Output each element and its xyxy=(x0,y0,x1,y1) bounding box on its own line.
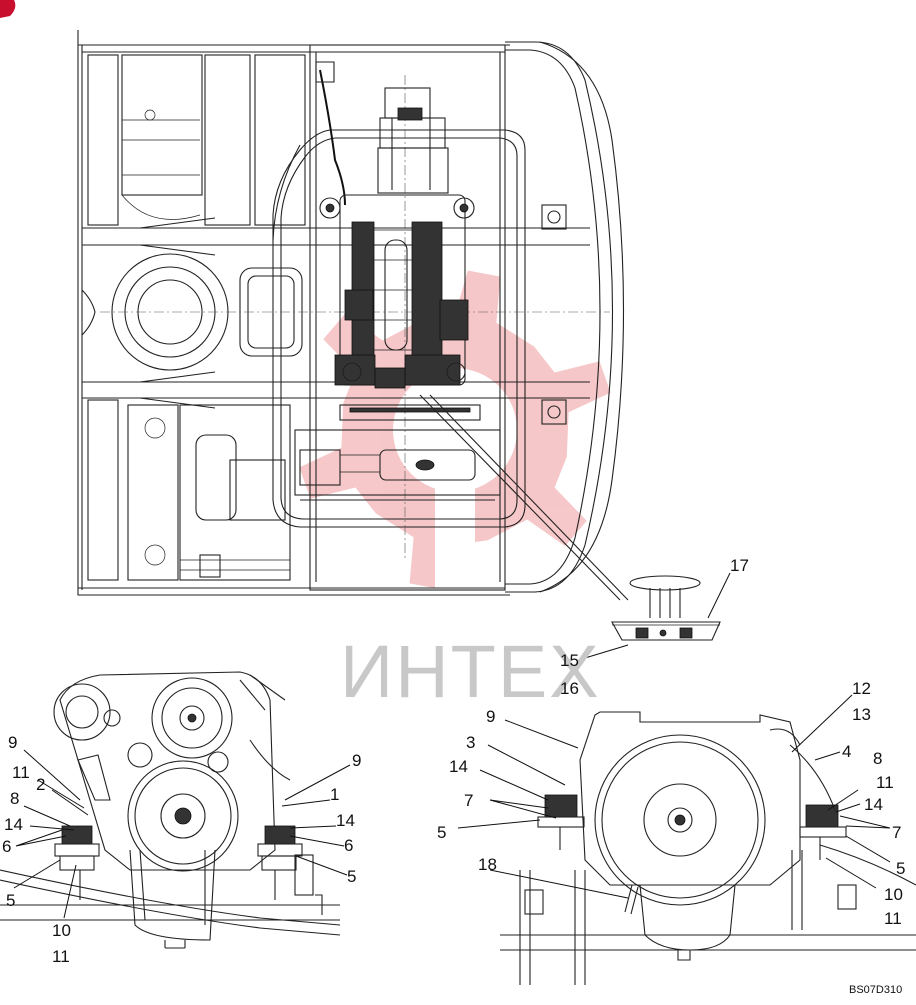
callout-front-14-left: 14 xyxy=(4,815,23,834)
pulley-detail xyxy=(611,575,721,641)
drawing-code: BS07D310 xyxy=(849,984,902,996)
callout-front-9-left: 9 xyxy=(8,733,17,752)
callout-front-5-right: 5 xyxy=(347,867,356,886)
callout-front-8: 8 xyxy=(10,789,19,808)
callout-front-1: 1 xyxy=(330,785,339,804)
callout-rear-8: 8 xyxy=(873,749,882,768)
callout-17: 17 xyxy=(730,556,749,575)
engine-rear-view xyxy=(500,711,916,985)
callout-front-9-right: 9 xyxy=(352,751,361,770)
callout-front-6-left: 6 xyxy=(2,837,11,856)
callout-front-2: 2 xyxy=(36,775,45,794)
callout-front-11-left: 11 xyxy=(12,763,30,782)
engine-front-view xyxy=(0,671,341,949)
callout-rear-11-top: 11 xyxy=(876,773,894,792)
callout-labels: 17 15 16 9 11 2 8 14 6 5 10 11 9 1 14 6 … xyxy=(2,556,905,966)
watermark-text: ИНТЕХ xyxy=(340,630,601,713)
callout-rear-5-left: 5 xyxy=(437,823,446,842)
callout-leaders xyxy=(13,572,891,919)
callout-front-5-left: 5 xyxy=(6,891,15,910)
callout-rear-13: 13 xyxy=(852,705,871,724)
callout-15: 15 xyxy=(560,651,579,670)
callout-rear-9: 9 xyxy=(486,707,495,726)
callout-rear-4: 4 xyxy=(842,742,851,761)
callout-rear-14-left: 14 xyxy=(449,757,468,776)
callout-front-11-bottom: 11 xyxy=(52,947,70,966)
callout-front-6-right: 6 xyxy=(344,836,353,855)
callout-rear-12: 12 xyxy=(852,679,871,698)
callout-rear-11-bottom: 11 xyxy=(884,909,902,928)
watermark-gear-slot xyxy=(435,470,475,610)
corner-marker-icon xyxy=(0,0,16,18)
callout-front-14-right: 14 xyxy=(336,811,355,830)
callout-rear-7-left: 7 xyxy=(464,791,473,810)
engine-top-view xyxy=(272,61,629,601)
mount-brackets xyxy=(541,204,567,425)
callout-rear-7-right: 7 xyxy=(892,823,901,842)
callout-front-10: 10 xyxy=(52,921,71,940)
callout-rear-10: 10 xyxy=(884,885,903,904)
callout-rear-14-right: 14 xyxy=(864,795,883,814)
callout-16: 16 xyxy=(560,679,579,698)
callout-rear-3: 3 xyxy=(466,733,475,752)
callout-rear-5-right: 5 xyxy=(896,859,905,878)
callout-rear-18: 18 xyxy=(478,855,497,874)
